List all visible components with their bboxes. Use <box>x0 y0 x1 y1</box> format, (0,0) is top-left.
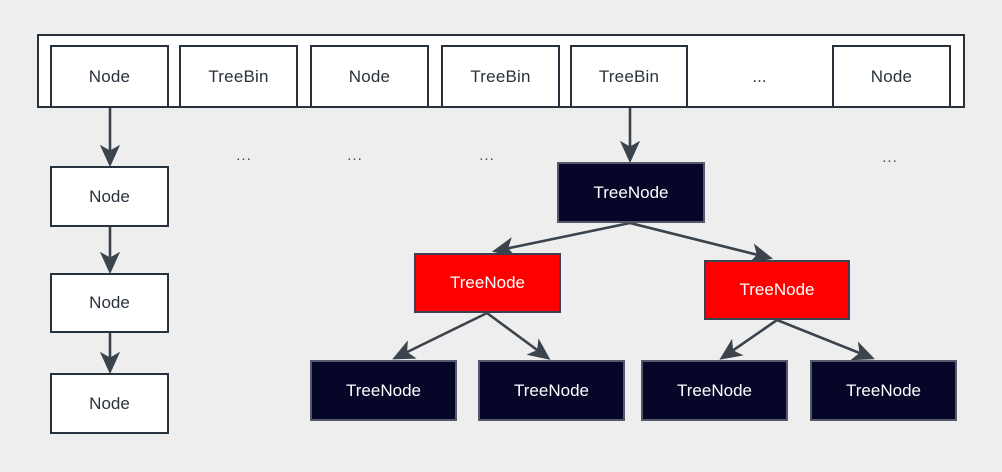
tree-child-left-red[interactable]: TreeNode <box>414 253 561 313</box>
ellipsis-marker-1: ... <box>236 146 252 164</box>
arrow-rightred-to-leaf3 <box>719 318 778 360</box>
arrow-leftred-to-leaf1 <box>392 311 488 360</box>
arrow-root-to-left-red <box>491 221 631 258</box>
chain-node-1[interactable]: Node <box>50 166 169 227</box>
array-cell-1[interactable]: TreeBin <box>179 45 298 108</box>
array-cell-6[interactable]: Node <box>832 45 951 108</box>
array-cell-4[interactable]: TreeBin <box>570 45 688 108</box>
chain-node-3[interactable]: Node <box>50 373 169 434</box>
arrow-leftred-to-leaf2 <box>486 311 551 360</box>
tree-child-right-red[interactable]: TreeNode <box>704 260 850 320</box>
ellipsis-marker-2: ... <box>347 146 363 164</box>
arrow-rightred-to-leaf4 <box>776 318 875 361</box>
array-cell-2[interactable]: Node <box>310 45 429 108</box>
tree-leaf-4[interactable]: TreeNode <box>810 360 957 421</box>
tree-leaf-1[interactable]: TreeNode <box>310 360 457 421</box>
ellipsis-marker-3: ... <box>479 146 495 164</box>
ellipsis-marker-4: ... <box>882 148 898 166</box>
array-cell-0[interactable]: Node <box>50 45 169 108</box>
tree-leaf-3[interactable]: TreeNode <box>641 360 788 421</box>
array-cell-3[interactable]: TreeBin <box>441 45 560 108</box>
chain-node-2[interactable]: Node <box>50 273 169 333</box>
arrow-root-to-right-red <box>629 221 774 264</box>
tree-leaf-2[interactable]: TreeNode <box>478 360 625 421</box>
tree-root-node[interactable]: TreeNode <box>557 162 705 223</box>
array-cell-ellipsis: ... <box>752 66 767 86</box>
